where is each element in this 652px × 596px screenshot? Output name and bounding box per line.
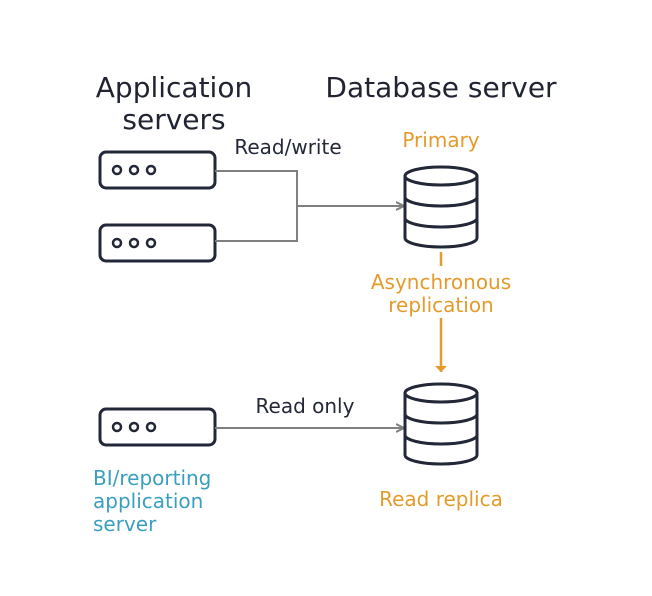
read-replica-database-icon: [403, 382, 479, 466]
application-server-1-icon: [98, 150, 217, 190]
heading-database-server: Database server: [325, 71, 557, 104]
bi-reporting-server-icon: [98, 407, 217, 447]
primary-database-icon: [403, 165, 479, 249]
bi-reporting-label-line2: application: [93, 489, 203, 513]
read-write-connector: [215, 170, 404, 242]
heading-application-servers-line2: servers: [122, 103, 225, 136]
heading-application-servers-line1: Application: [96, 71, 252, 104]
read-replica-label: Read replica: [379, 487, 503, 511]
primary-label: Primary: [402, 128, 479, 152]
async-replication-label-line2: replication: [388, 293, 493, 317]
read-only-label: Read only: [256, 394, 355, 418]
async-replication-label-line1: Asynchronous: [371, 270, 511, 294]
read-write-label: Read/write: [234, 135, 341, 159]
bi-reporting-label-line3: server: [93, 512, 157, 536]
bi-reporting-label-line1: BI/reporting: [93, 466, 211, 490]
application-server-2-icon: [98, 223, 217, 263]
